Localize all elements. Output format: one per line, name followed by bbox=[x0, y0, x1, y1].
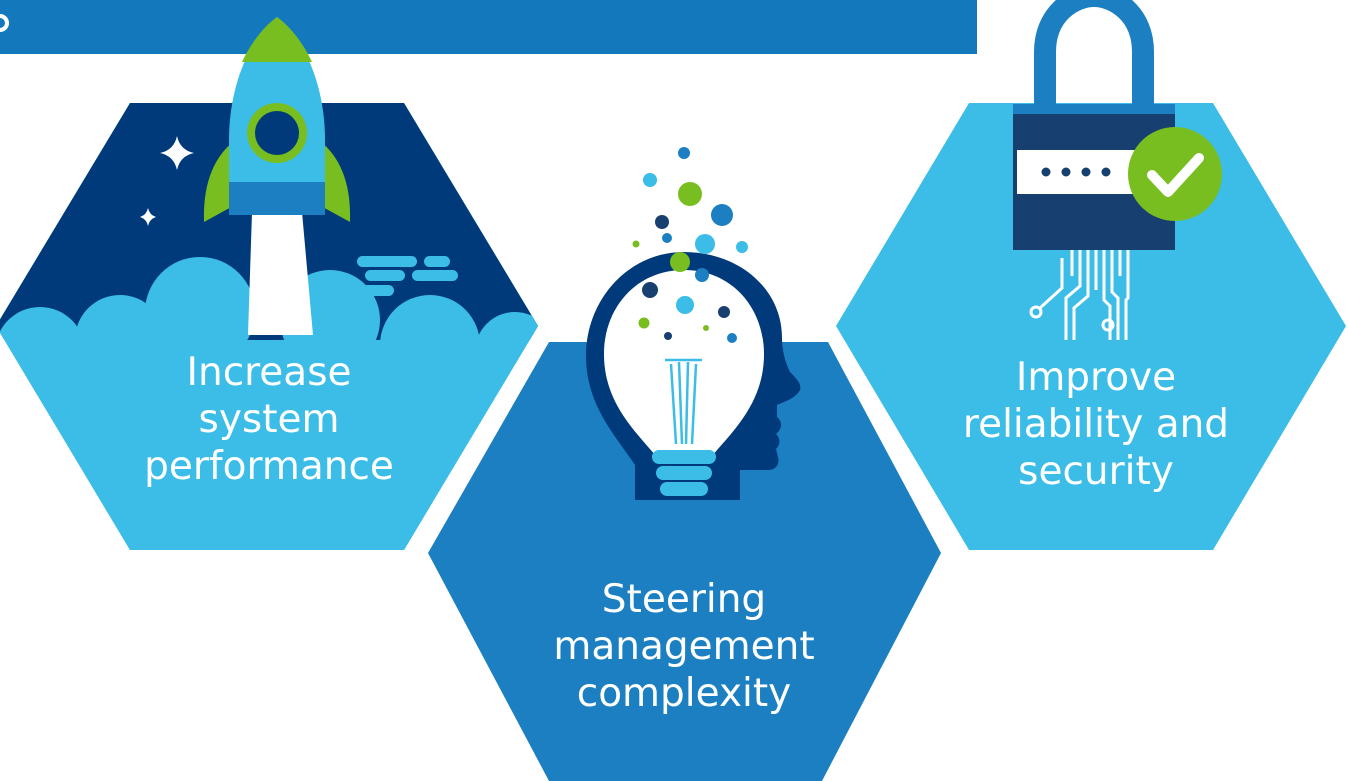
hexagon-security bbox=[836, 0, 1346, 550]
hexagon-security-shape bbox=[836, 103, 1346, 550]
banner-ring-icon bbox=[0, 14, 9, 32]
idea-dots bbox=[632, 147, 748, 343]
padlock-check-icon bbox=[1013, 0, 1222, 340]
lightbulb-head-icon bbox=[586, 147, 801, 500]
rocket-icon bbox=[203, 17, 351, 335]
top-banner bbox=[0, 0, 977, 54]
speed-streaks bbox=[357, 256, 458, 296]
clouds bbox=[0, 257, 538, 550]
hexagon-complexity bbox=[428, 147, 941, 781]
star-icon bbox=[140, 208, 156, 226]
hexagon-complexity-shape bbox=[428, 342, 941, 781]
star-icon bbox=[160, 136, 194, 170]
